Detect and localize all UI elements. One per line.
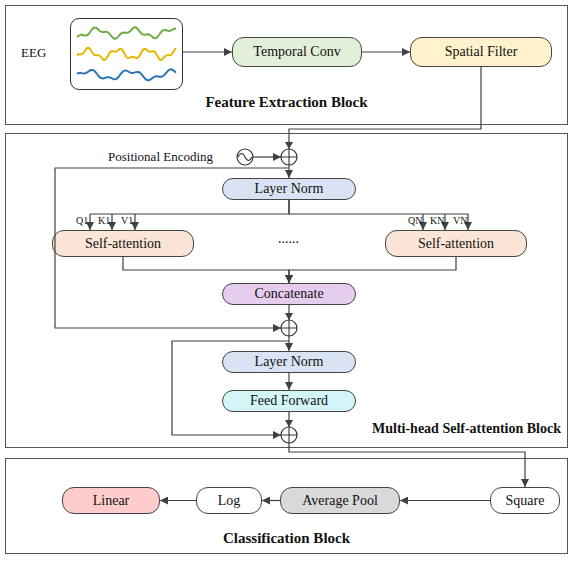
- norm-box: Layer Norm: [222, 351, 356, 373]
- process-box: Log: [196, 487, 262, 514]
- sine-symbol: [237, 149, 253, 165]
- flow-arrow: [289, 67, 481, 178]
- eeg-trace: [77, 69, 176, 80]
- block-panel: Multi-head Self-attention Block Layer Nor…: [5, 133, 568, 448]
- box-label: Log: [218, 493, 241, 508]
- block-panel: Classification Block Square Average Pool Lo…: [5, 458, 568, 554]
- key-arrow: [111, 214, 112, 230]
- box-label: Layer Norm: [255, 181, 324, 196]
- query-arrow: [422, 214, 423, 230]
- matrix-label: QN: [408, 216, 422, 226]
- eeg-waves: [71, 19, 182, 89]
- flow-arrow: [262, 500, 280, 501]
- flow-arrow: [160, 500, 196, 501]
- flow-arrow: [289, 257, 456, 283]
- feedforward-box: Feed Forward: [222, 390, 356, 412]
- box-label: Temporal Conv: [253, 44, 340, 59]
- matrix-label: K1: [98, 216, 110, 226]
- box-label: Self-attention: [85, 236, 161, 251]
- matrix-label: KN: [430, 216, 444, 226]
- adder-symbol: [281, 313, 297, 336]
- attention-box: Self-attention: [385, 230, 527, 257]
- output-box: Linear: [62, 487, 160, 514]
- eeg-trace: [77, 48, 176, 60]
- sine-wave: [238, 154, 252, 161]
- annotation-label: Positional Encoding: [108, 150, 213, 163]
- adder-symbol: [281, 420, 297, 443]
- box-label: Self-attention: [418, 236, 494, 251]
- norm-box: Layer Norm: [222, 178, 356, 200]
- eeg-trace: [77, 27, 176, 38]
- box-label: Feed Forward: [250, 393, 328, 408]
- concat-box: Concatenate: [222, 283, 356, 305]
- split-line: [90, 213, 135, 214]
- flow-arrow: [400, 500, 490, 501]
- process-box: Spatial Filter: [410, 37, 552, 67]
- flow-arrow: [135, 200, 289, 230]
- matrix-label: VN: [453, 216, 467, 226]
- process-box: Temporal Conv: [232, 37, 362, 67]
- block-title: Classification Block: [6, 530, 567, 547]
- signal-image: EEG: [70, 18, 183, 90]
- flow-arrow: [123, 257, 289, 283]
- box-label: Concatenate: [254, 286, 323, 301]
- flow-arrow: [362, 51, 410, 52]
- flow-arrow: [289, 412, 525, 487]
- box-label: Linear: [93, 493, 130, 508]
- attention-box: Self-attention: [52, 230, 194, 257]
- key-arrow: [444, 214, 445, 230]
- ellipsis-mark: ......: [278, 232, 299, 246]
- box-label: Average Pool: [302, 493, 378, 508]
- matrix-label: V1: [121, 216, 133, 226]
- box-label: Square: [506, 493, 545, 508]
- matrix-label: Q1: [76, 216, 88, 226]
- adder-symbol: [281, 142, 297, 165]
- query-arrow: [89, 214, 90, 230]
- signal-label: EEG: [21, 45, 61, 61]
- flow-arrow: [288, 305, 289, 351]
- process-box: Square: [490, 487, 560, 514]
- box-label: Layer Norm: [255, 354, 324, 369]
- pool-box: Average Pool: [280, 487, 400, 514]
- box-label: Spatial Filter: [445, 44, 518, 59]
- block-title: Feature Extraction Block: [6, 94, 567, 111]
- encoding-arrow: [253, 156, 281, 157]
- flow-arrow: [183, 51, 232, 52]
- block-title: Multi-head Self-attention Block: [346, 421, 561, 436]
- flow-arrow: [289, 200, 468, 230]
- flow-arrow: [288, 373, 289, 390]
- block-panel: Feature Extraction Block EEG Temporal Conv…: [5, 5, 568, 125]
